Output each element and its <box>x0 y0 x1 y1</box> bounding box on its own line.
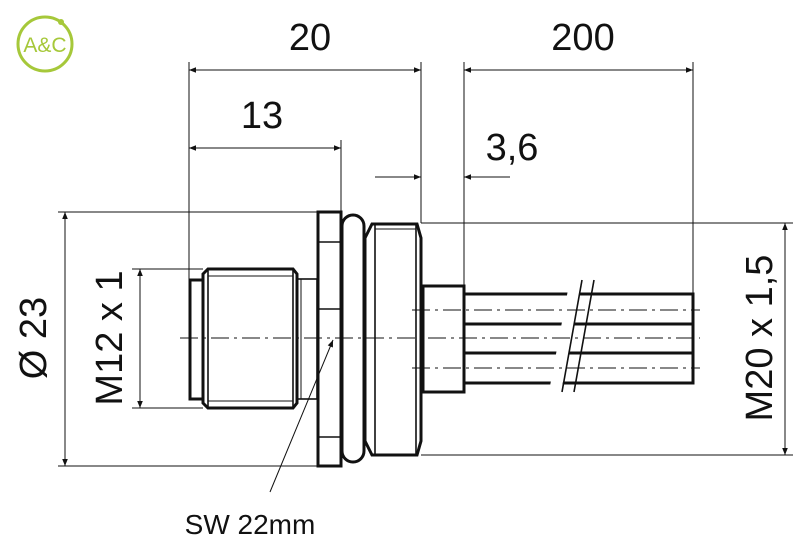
dim-cable-length: 200 <box>551 17 614 59</box>
logo: A&C <box>16 15 74 73</box>
dim-diameter: Ø 23 <box>13 297 55 379</box>
dim-thread-rear: M20 x 1,5 <box>739 255 781 422</box>
dim-thread-length: 13 <box>241 95 283 137</box>
logo-text: A&C <box>23 34 66 57</box>
dim-gap: 3,6 <box>486 127 539 169</box>
connector-body <box>180 210 700 468</box>
dim-thread-front: M12 x 1 <box>89 270 131 405</box>
dimension-lines <box>62 67 788 493</box>
dim-wrench-size: SW 22mm <box>185 509 316 540</box>
dim-overall-length: 20 <box>289 17 331 59</box>
extension-lines <box>58 62 793 467</box>
